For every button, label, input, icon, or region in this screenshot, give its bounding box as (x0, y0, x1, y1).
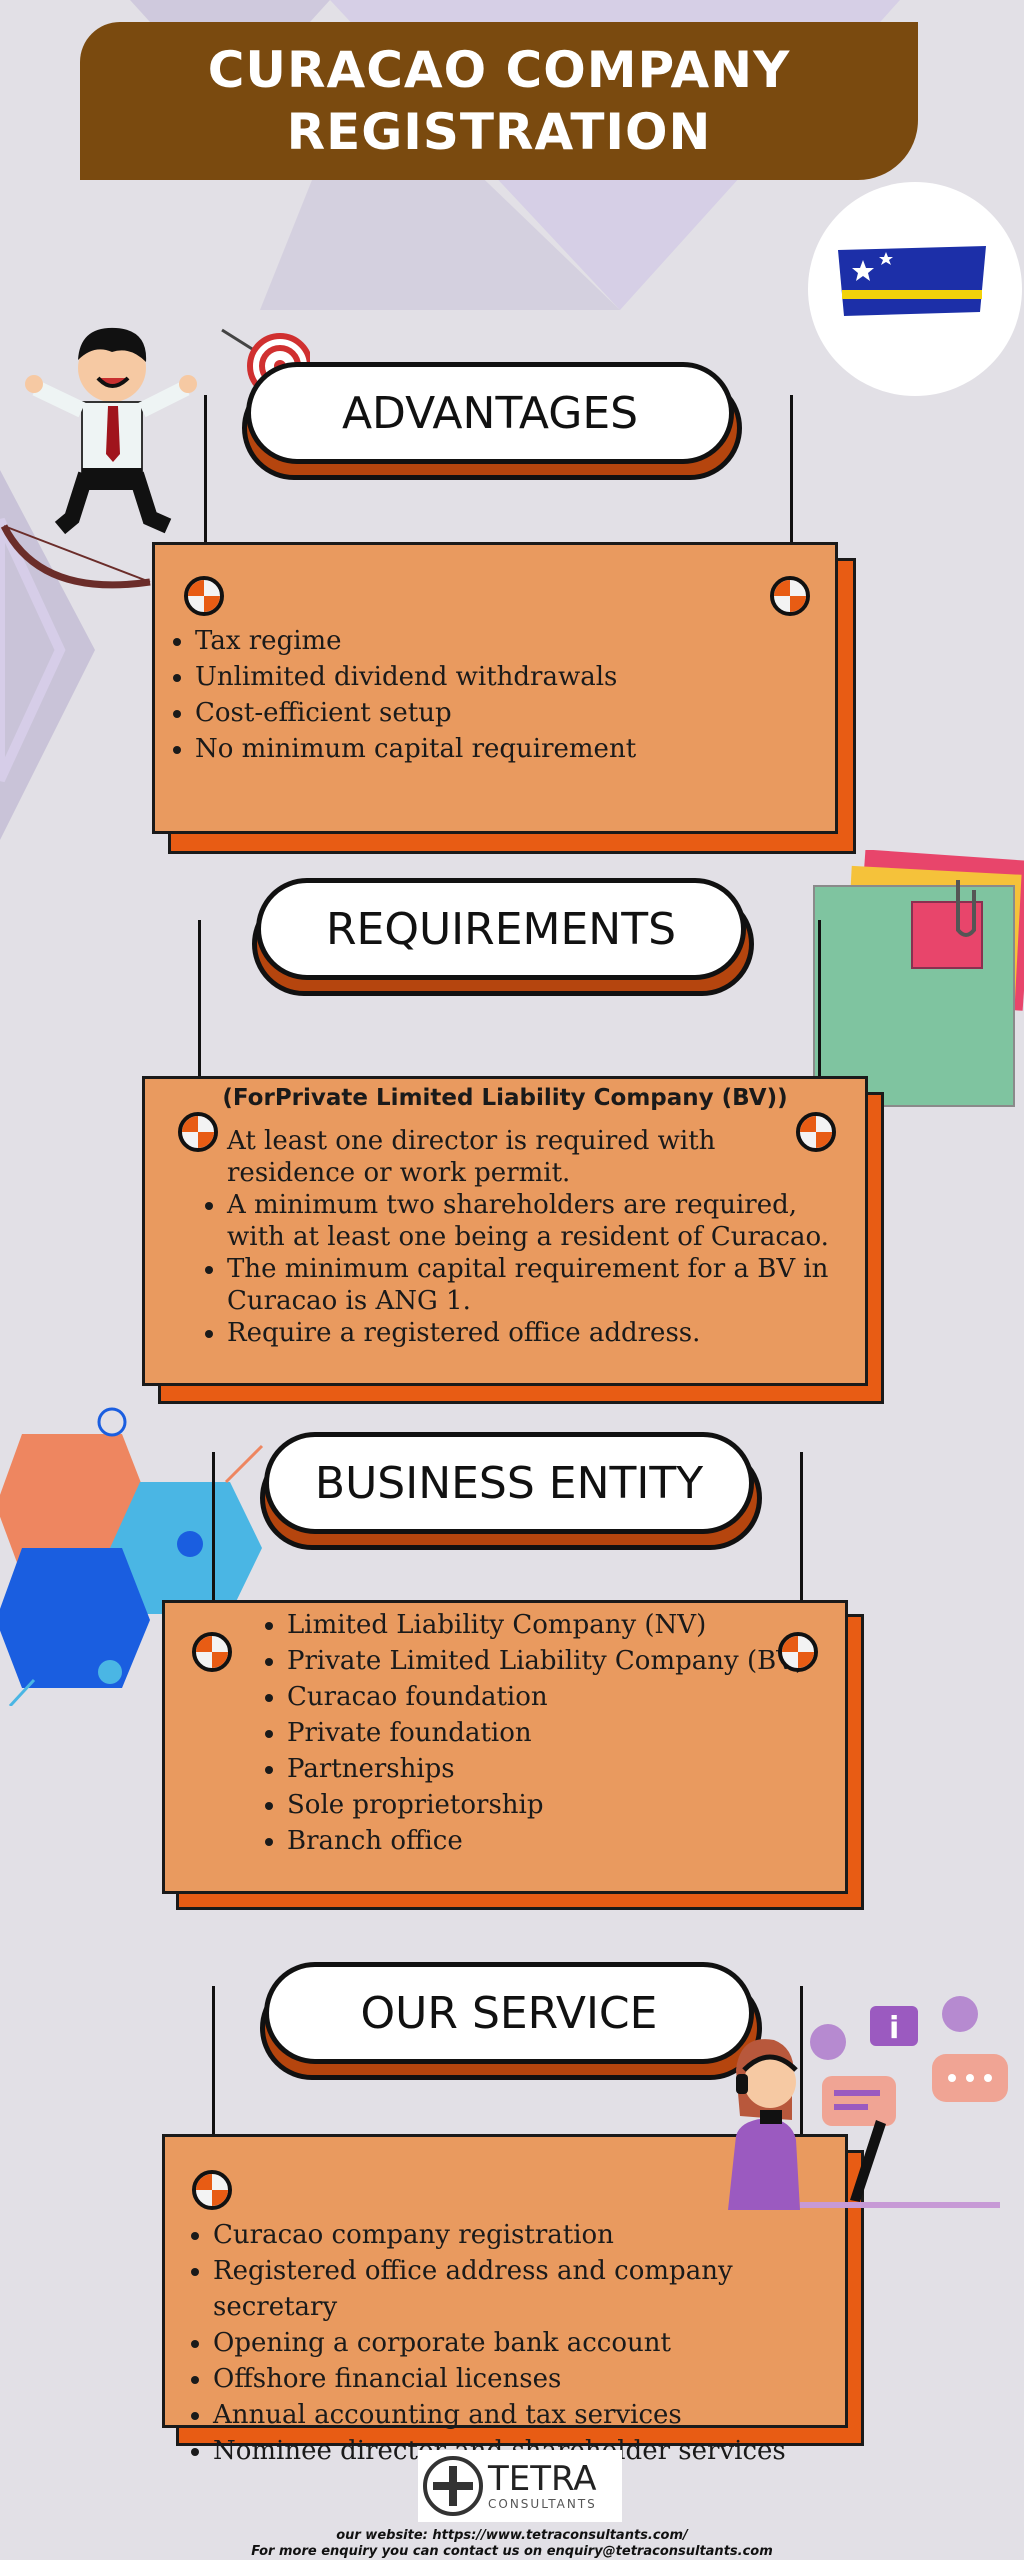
wire (790, 395, 793, 595)
list-item: Offshore financial licenses (213, 2361, 845, 2397)
chat-bubbles-icon: i (810, 1996, 1008, 2126)
footer-website: our website: https://www.tetraconsultant… (336, 2528, 688, 2543)
wire (204, 395, 207, 595)
section-heading: BUSINESS ENTITY (314, 1457, 704, 1509)
list-item: Curacao company registration (213, 2217, 845, 2253)
heading-pill: ADVANTAGES (246, 362, 734, 464)
wire (800, 1986, 803, 2182)
pin-icon (778, 1632, 818, 1672)
advantages-list: Tax regime Unlimited dividend withdrawal… (155, 623, 835, 767)
flag-badge (808, 182, 1022, 396)
logo-name: TETRA (488, 2459, 597, 2499)
list-item: Curacao foundation (287, 1679, 845, 1715)
pin-icon (770, 576, 810, 616)
wire (198, 920, 201, 1138)
pin-icon (192, 1632, 232, 1672)
sticky-notes-icon (813, 850, 1024, 1107)
list-item: Unlimited dividend withdrawals (195, 659, 835, 695)
heading-pill: OUR SERVICE (264, 1962, 754, 2064)
wire (212, 1452, 215, 1652)
list-item: Limited Liability Company (NV) (287, 1607, 845, 1643)
list-item: Branch office (287, 1823, 845, 1859)
business-entity-heading: BUSINESS ENTITY (260, 1432, 762, 1550)
list-item: Sole proprietorship (287, 1787, 845, 1823)
list-item: No minimum capital requirement (195, 731, 835, 767)
requirements-box: (ForPrivate Limited Liability Company (B… (142, 1076, 868, 1386)
curacao-flag-icon (838, 246, 986, 316)
page-title: CURACAO COMPANY REGISTRATION (207, 41, 791, 161)
section-heading: REQUIREMENTS (325, 903, 677, 955)
section-heading: OUR SERVICE (360, 1987, 658, 2039)
support-agent-icon (728, 2039, 1000, 2210)
business-entity-box: Limited Liability Company (NV) Private L… (162, 1600, 848, 1894)
advantages-heading: ADVANTAGES (242, 362, 742, 480)
list-item: The minimum capital requirement for a BV… (227, 1253, 851, 1317)
wire (212, 1986, 215, 2182)
heading-pill: BUSINESS ENTITY (264, 1432, 754, 1534)
list-item: Private foundation (287, 1715, 845, 1751)
our-service-list: Curacao company registration Registered … (165, 2217, 845, 2469)
list-item: Cost-efficient setup (195, 695, 835, 731)
requirements-subtitle: (ForPrivate Limited Liability Company (B… (222, 1085, 788, 1111)
tetra-logo: TETRA CONSULTANTS (418, 2450, 622, 2522)
list-item: Private Limited Liability Company (BV) (287, 1643, 845, 1679)
wire (800, 1452, 803, 1652)
pin-icon (192, 2170, 232, 2210)
our-service-box: Curacao company registration Registered … (162, 2134, 848, 2466)
logo-tagline: CONSULTANTS (488, 2497, 597, 2511)
pin-icon (178, 1112, 218, 1152)
list-item: Require a registered office address. (227, 1317, 851, 1349)
pin-icon (796, 1112, 836, 1152)
list-item: Partnerships (287, 1751, 845, 1787)
hexagon-cluster-icon (0, 1407, 264, 1706)
svg-text:i: i (889, 2011, 899, 2046)
pin-icon (184, 576, 224, 616)
advantages-box: Tax regime Unlimited dividend withdrawal… (152, 542, 838, 834)
requirements-heading: REQUIREMENTS (252, 878, 754, 996)
heading-pill: REQUIREMENTS (256, 878, 746, 980)
our-service-heading: OUR SERVICE (260, 1962, 762, 2080)
list-item: Tax regime (195, 623, 835, 659)
list-item: At least one director is required with r… (227, 1125, 851, 1189)
businessman-icon (25, 327, 197, 535)
section-heading: ADVANTAGES (341, 387, 639, 439)
requirements-list: At least one director is required with r… (145, 1125, 865, 1349)
list-item: Registered office address and company se… (213, 2253, 845, 2325)
list-item: A minimum two shareholders are required,… (227, 1189, 851, 1253)
footer-enquiry: For more enquiry you can contact us on e… (251, 2544, 773, 2559)
wire (818, 920, 821, 1138)
business-entity-list: Limited Liability Company (NV) Private L… (165, 1607, 845, 1859)
tetra-logo-icon (423, 2456, 483, 2516)
list-item: Opening a corporate bank account (213, 2325, 845, 2361)
title-banner: CURACAO COMPANY REGISTRATION (80, 22, 918, 180)
list-item: Annual accounting and tax services (213, 2397, 845, 2433)
bow-icon (0, 524, 151, 589)
logo-text: TETRA CONSULTANTS (488, 2461, 597, 2511)
